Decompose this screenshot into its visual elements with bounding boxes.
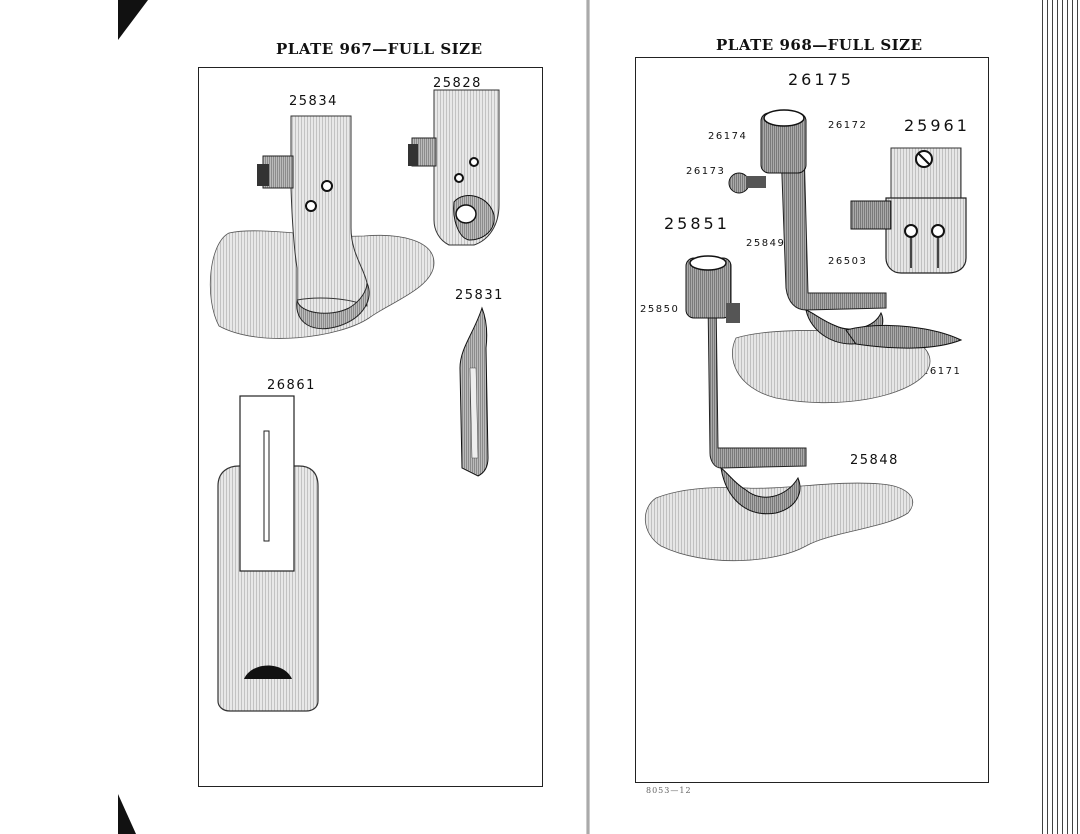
part-label-26175: 26175: [788, 70, 854, 89]
part-label-25850: 25850: [640, 304, 680, 315]
plate-967-frame: 25834: [198, 67, 543, 787]
right-page: PLATE 968—FULL SIZE 26175 26174 26172 25…: [590, 0, 1080, 834]
part-label-26174: 26174: [708, 131, 748, 142]
left-page: PLATE 967—FULL SIZE 25834: [118, 0, 543, 834]
attachment-26861-illustration: [217, 395, 319, 712]
part-label-26171: 26171: [922, 366, 962, 377]
attachment-25834-illustration: [209, 115, 435, 339]
part-label-25828: 25828: [433, 76, 482, 91]
part-label-25834: 25834: [289, 94, 338, 109]
attachment-25851-illustration: [644, 255, 914, 562]
footer-code: 8053—12: [646, 786, 692, 795]
page-edge-stack: [1040, 0, 1080, 834]
plate-968-title: PLATE 968—FULL SIZE: [716, 36, 923, 54]
part-label-26172: 26172: [828, 120, 868, 131]
attachment-25961-illustration: [850, 147, 967, 274]
plate-967-title: PLATE 967—FULL SIZE: [276, 40, 483, 58]
part-label-25849: 25849: [746, 238, 786, 249]
plate-968-frame: 26175 26174 26172 25961 26173 25851 2584…: [635, 57, 989, 795]
attachment-25828-illustration: [408, 89, 500, 246]
attachment-25831-illustration: [459, 306, 489, 477]
part-label-25851: 25851: [664, 214, 730, 233]
part-label-25961: 25961: [904, 116, 970, 135]
page-corner-shadow: [118, 794, 136, 834]
book-gutter: [586, 0, 590, 834]
part-label-25831: 25831: [455, 288, 504, 303]
page-corner-shadow: [118, 0, 148, 40]
part-label-26503: 26503: [828, 256, 868, 267]
part-label-26173: 26173: [686, 166, 726, 177]
attachment-26175-illustration: [728, 109, 963, 404]
part-label-26861: 26861: [267, 378, 316, 393]
part-label-25848: 25848: [850, 453, 899, 468]
